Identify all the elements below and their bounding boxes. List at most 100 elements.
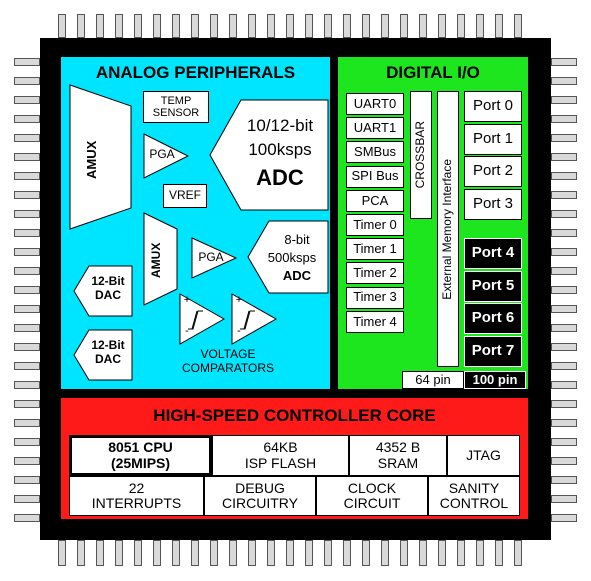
pin <box>267 14 275 38</box>
amux-2 <box>143 212 178 306</box>
pin <box>551 343 577 351</box>
pin <box>551 400 577 408</box>
pin <box>438 14 446 38</box>
pin <box>14 514 40 522</box>
dac-2 <box>73 329 133 381</box>
pin <box>14 438 40 446</box>
pin <box>14 419 40 427</box>
pin <box>115 14 123 38</box>
pin <box>14 58 40 66</box>
pin <box>551 419 577 427</box>
pin <box>134 540 142 566</box>
dac-1 <box>73 265 133 317</box>
pin <box>551 514 577 522</box>
pin <box>551 172 577 180</box>
port-5: Port 5 <box>464 270 522 302</box>
pin <box>495 14 503 38</box>
pin <box>153 540 161 566</box>
pin <box>14 229 40 237</box>
temp-sensor: TEMP SENSOR <box>143 91 209 123</box>
pin <box>551 362 577 370</box>
pin <box>210 14 218 38</box>
pga-1 <box>143 133 190 179</box>
port-6: Port 6 <box>464 303 522 334</box>
pin <box>457 14 465 38</box>
pin <box>14 210 40 218</box>
controller-core-block: HIGH-SPEED CONTROLLER CORE 8051 CPU (25M… <box>59 396 530 521</box>
pin <box>400 14 408 38</box>
debug-circuitry: DEBUG CIRCUITRY <box>204 476 316 516</box>
adc-small-resolution: 8-bit <box>284 232 310 247</box>
pin <box>457 540 465 566</box>
pin <box>551 115 577 123</box>
peripheral-timer-3: Timer 3 <box>346 286 404 309</box>
pin <box>14 457 40 465</box>
pin <box>551 210 577 218</box>
port-1: Port 1 <box>464 123 522 155</box>
pin <box>14 305 40 313</box>
pin <box>551 438 577 446</box>
clock-circuit: CLOCK CIRCUIT <box>316 476 428 516</box>
pin <box>551 381 577 389</box>
pin <box>229 540 237 566</box>
pin <box>514 14 522 38</box>
crossbar-label: CROSSBAR <box>413 121 428 189</box>
pin <box>191 540 199 566</box>
pin <box>476 14 484 38</box>
comparator-2-plus: + <box>235 294 243 306</box>
pga-1-label: PGA <box>149 147 175 161</box>
peripheral-uart0: UART0 <box>346 93 404 115</box>
vref: VREF <box>163 184 207 208</box>
pin <box>14 324 40 332</box>
adc-main-rate: 100ksps <box>248 140 312 159</box>
comparator-1-plus: + <box>183 294 191 306</box>
pin <box>419 540 427 566</box>
analog-peripherals-block: ANALOG PERIPHERALS AMUX TEMP SENSOR PGA … <box>59 55 332 391</box>
pin <box>381 14 389 38</box>
pin <box>14 476 40 484</box>
amux-1-label: AMUX <box>84 140 99 180</box>
analog-title: ANALOG PERIPHERALS <box>95 63 296 82</box>
peripheral-spi-bus: SPI Bus <box>346 165 404 188</box>
adc-small-label: ADC <box>282 268 312 283</box>
pin <box>172 540 180 566</box>
pin-100-label: 100 pin <box>464 371 526 389</box>
adc-main-resolution: 10/12-bit <box>246 116 314 135</box>
port-3: Port 3 <box>464 188 522 220</box>
amux-1 <box>69 84 132 230</box>
sram: 4352 B SRAM <box>349 435 447 476</box>
pin <box>551 495 577 503</box>
pin <box>14 267 40 275</box>
pin <box>551 286 577 294</box>
dac-2-label: 12-Bit DAC <box>91 338 125 366</box>
pin <box>14 400 40 408</box>
pin <box>14 343 40 351</box>
pin <box>419 14 427 38</box>
jtag: JTAG <box>447 435 520 476</box>
sanity-control: SANITY CONTROL <box>428 476 520 516</box>
pin <box>343 14 351 38</box>
pin <box>115 540 123 566</box>
adc-small-rate: 500ksps <box>267 250 317 265</box>
adc-main <box>209 99 329 211</box>
pin <box>495 540 503 566</box>
pin <box>77 14 85 38</box>
pin <box>248 540 256 566</box>
pin <box>324 14 332 38</box>
pin <box>172 14 180 38</box>
pin <box>551 96 577 104</box>
pin <box>286 540 294 566</box>
adc-small <box>247 220 329 294</box>
pin <box>551 305 577 313</box>
port-2: Port 2 <box>464 156 522 187</box>
pga-2 <box>191 237 238 279</box>
pin <box>153 14 161 38</box>
comparator-1 <box>179 293 226 345</box>
peripheral-timer-4: Timer 4 <box>346 310 404 333</box>
pin <box>551 324 577 332</box>
core-title: HIGH-SPEED CONTROLLER CORE <box>153 406 436 425</box>
peripheral-timer-1: Timer 1 <box>346 238 404 261</box>
pin <box>96 540 104 566</box>
pin <box>229 14 237 38</box>
